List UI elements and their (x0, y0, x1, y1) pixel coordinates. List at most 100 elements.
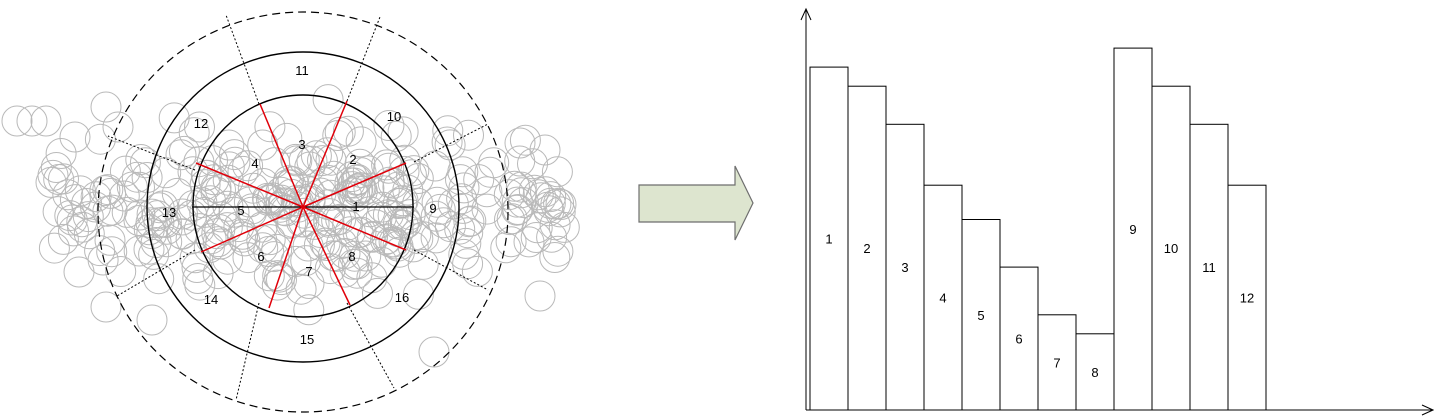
particle-circle (96, 236, 128, 268)
particle-circle (95, 177, 127, 209)
sector-label: 9 (429, 201, 436, 216)
particle-circle (455, 205, 487, 237)
histogram-bar (923, 184, 963, 411)
bar-label: 3 (901, 260, 908, 275)
particle-circle (37, 159, 69, 191)
particle-circle (424, 193, 456, 225)
particle-circle (329, 256, 361, 288)
particle-circle (314, 198, 345, 230)
particle-circle (288, 144, 320, 176)
bar-label: 4 (939, 291, 946, 306)
particle-circle (368, 175, 400, 207)
particle-circle (402, 187, 434, 219)
spoke-line (268, 206, 304, 309)
bar-label: 8 (1091, 365, 1098, 380)
particle-circle (498, 170, 530, 202)
particle-circle (312, 137, 344, 169)
particle-circle (136, 218, 168, 250)
particle-circle (90, 91, 122, 123)
particle-circle (213, 151, 245, 183)
particle-circle (267, 188, 299, 220)
particle-circle (205, 174, 236, 206)
particle-circle (178, 117, 210, 149)
particle-circle (182, 263, 214, 294)
particle-circle (280, 245, 312, 277)
particle-circle (123, 235, 155, 267)
particle-circle (452, 248, 484, 280)
sector-label: 12 (194, 116, 208, 131)
particle-circle (133, 214, 165, 246)
particle-circle (89, 175, 121, 207)
particle-circle (448, 238, 480, 270)
particle-circle (59, 184, 91, 216)
inner-spokes (195, 100, 407, 309)
sector-label: 8 (348, 249, 355, 264)
particle-circle (509, 124, 541, 156)
histogram-bar (999, 266, 1039, 411)
particle-circle (258, 241, 290, 273)
particle-circle (372, 199, 404, 231)
particle-circle (189, 169, 221, 201)
x-axis-arrowhead-icon (1421, 404, 1434, 416)
particle-circle (357, 220, 388, 252)
particle-circle (338, 248, 370, 280)
particle-circle (490, 232, 522, 264)
particle-circle (444, 213, 476, 245)
particle-circle (453, 119, 484, 151)
particle-circle (184, 111, 215, 143)
particle-circle (292, 230, 324, 262)
particle-circle (505, 171, 537, 203)
sector-label: 13 (162, 205, 176, 220)
particle-circle (87, 244, 119, 276)
particle-circle (205, 201, 237, 233)
particle-circle (58, 215, 89, 247)
particle-circle (517, 148, 548, 180)
middle-ring (146, 51, 460, 363)
sector-label: 15 (300, 332, 314, 347)
sector-label: 7 (305, 264, 312, 279)
histogram-bar (885, 123, 925, 411)
particle-circle (296, 145, 328, 177)
particle-circle (532, 191, 564, 223)
particle-circle (461, 255, 493, 287)
particle-circle (334, 216, 366, 248)
particle-circle (35, 166, 67, 198)
particle-circle (285, 273, 317, 305)
particle-circle (382, 208, 414, 240)
particle-circle (493, 179, 525, 211)
spoke-line (302, 206, 407, 251)
particle-circle (232, 242, 264, 274)
particle-circle (125, 144, 157, 175)
histogram-bar (1037, 314, 1077, 411)
particle-circle (530, 176, 561, 208)
particle-circle (382, 171, 414, 203)
particle-circle (166, 204, 198, 236)
particle-circle (300, 140, 332, 172)
particle-circle (311, 230, 343, 261)
particle-circle (198, 164, 230, 196)
bar-label: 2 (863, 241, 870, 256)
particle-circle (529, 134, 561, 166)
particle-circle (227, 221, 258, 253)
particle-circle (504, 127, 536, 159)
particle-circle (350, 240, 382, 272)
particle-circle (535, 181, 567, 213)
particle-circle (362, 277, 393, 309)
particle-circle (387, 116, 419, 148)
particle-circle (518, 174, 550, 206)
bar-label: 7 (1053, 355, 1060, 370)
middle-sector-labels: 9 10 11 12 13 14 15 16 (162, 63, 437, 347)
particle-circle (109, 155, 141, 187)
particle-circle (16, 105, 48, 137)
particle-circle (495, 226, 527, 258)
particle-circle (138, 238, 170, 270)
particle-circle (143, 263, 175, 295)
particle-circle (280, 143, 312, 175)
particle-circle (63, 256, 95, 288)
particle-circle (478, 147, 510, 179)
particle-circle (143, 207, 175, 239)
particle-circle (202, 226, 234, 258)
bar-label: 10 (1164, 241, 1178, 256)
particle-circle (321, 204, 353, 236)
